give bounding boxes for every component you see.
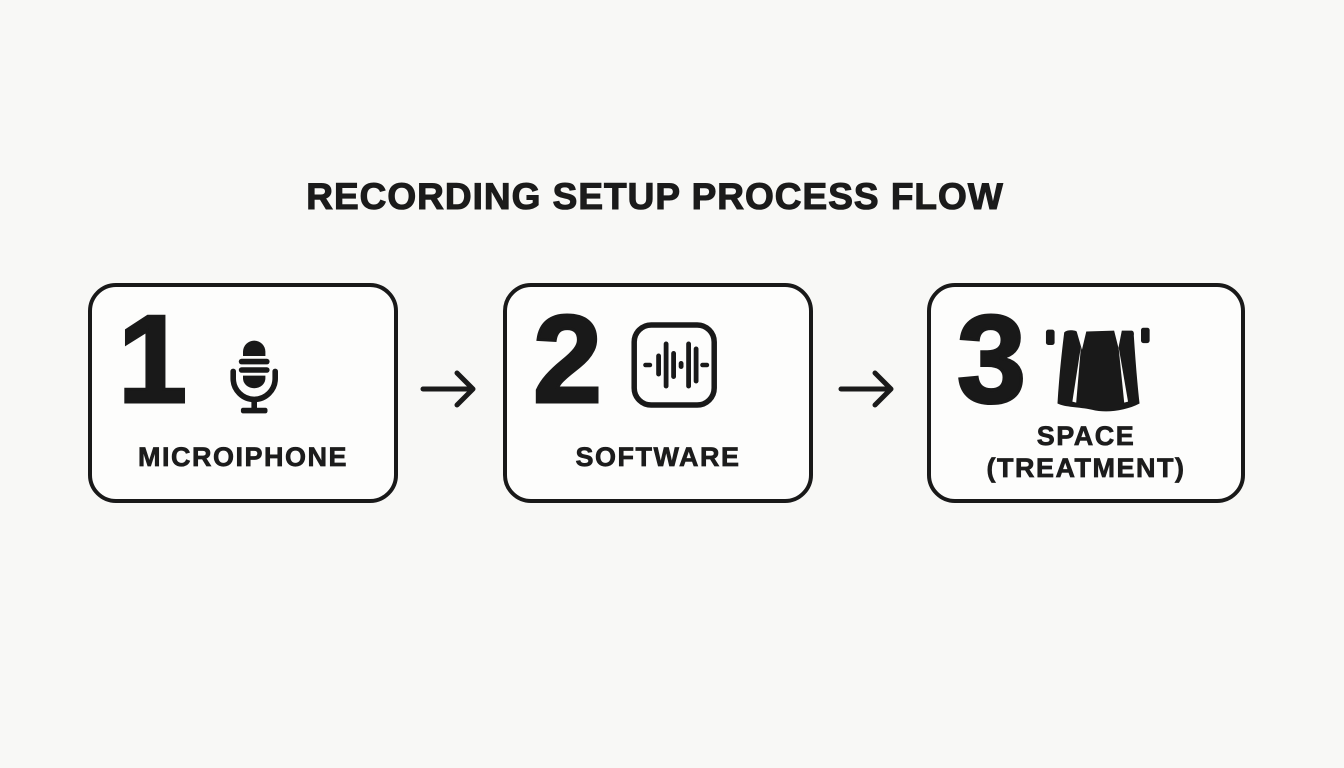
right-arrow-icon [420,366,484,417]
page-title: RECORDING SETUP PROCESS FLOW [306,175,1004,217]
step-label-line2: (TREATMENT) [986,453,1186,484]
step-box-software: 2 SOFTWARE [503,283,813,503]
right-arrow-icon [838,366,902,417]
step-label: SOFTWARE [575,442,741,473]
microphone-icon [219,321,289,438]
acoustic-curtain-icon [1039,321,1157,422]
step-box-space-treatment: 3 SPACE (TREATMENT) [927,283,1245,503]
audio-waveform-icon [629,321,719,414]
step-number: 2 [532,291,604,429]
step-label-line1: SPACE [1036,421,1136,452]
step-label: SPACE (TREATMENT) [931,421,1241,485]
step-label: MICROIPHONE [137,442,348,473]
step-number: 1 [117,291,189,429]
step-number: 3 [956,291,1028,429]
step-box-microphone: 1 MICROIPHONE [88,283,398,503]
